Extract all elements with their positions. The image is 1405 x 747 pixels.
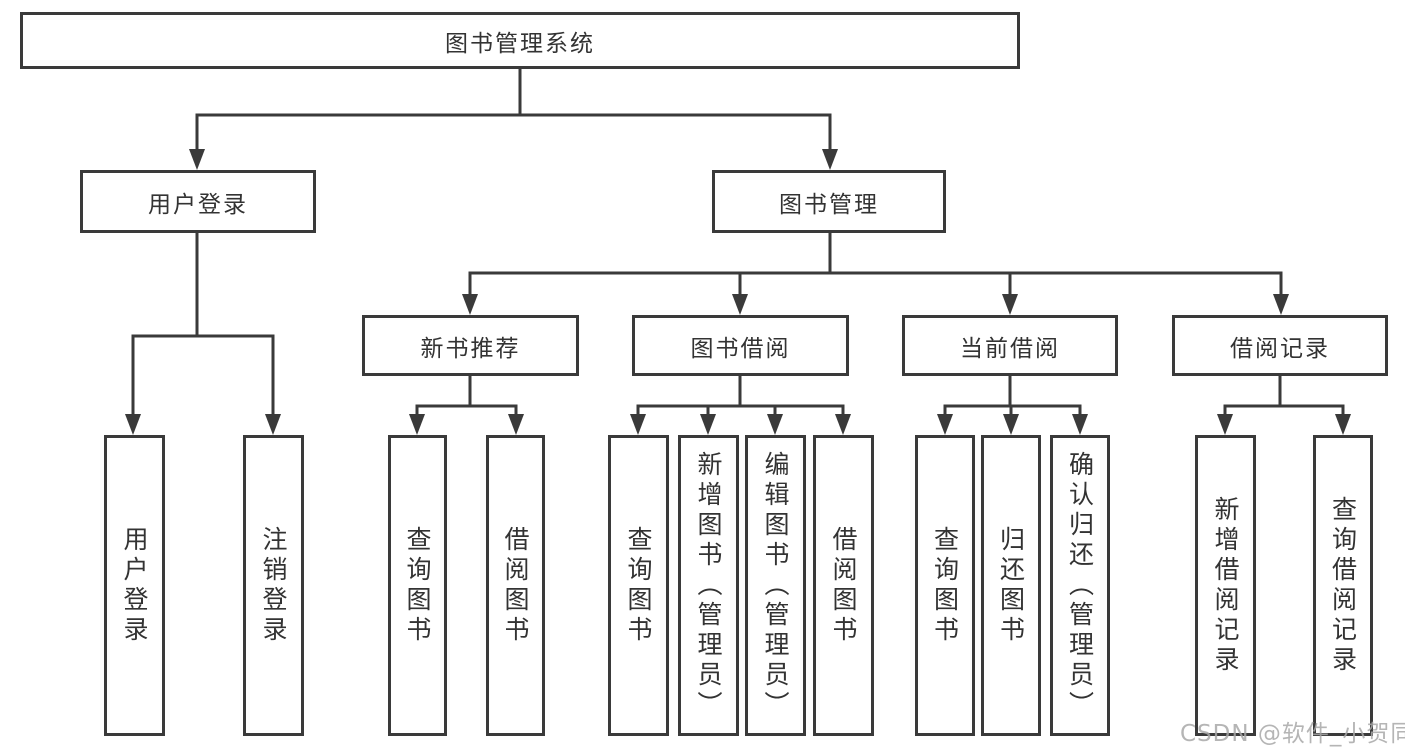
node-root-system-label: 图书管理系统 <box>445 30 595 57</box>
node-user-login: 用户登录 <box>80 170 316 233</box>
leaf-return-books: 归还图书 <box>981 435 1041 736</box>
node-root-system: 图书管理系统 <box>20 12 1020 69</box>
leaf-recommend-borrow-books: 借阅图书 <box>486 435 545 736</box>
node-book-borrow-label: 图书借阅 <box>690 335 791 362</box>
node-user-login-label: 用户登录 <box>148 191 248 218</box>
leaf-borrow-books: 借阅图书 <box>813 435 874 736</box>
node-book-borrow: 图书借阅 <box>632 315 849 376</box>
leaf-current-query-books: 查询图书 <box>915 435 975 736</box>
leaf-current-query-books-label: 查询图书 <box>930 525 960 646</box>
arrowhead-icons <box>125 149 1351 435</box>
csdn-watermark: CSDN @软件_小贺同学 <box>1180 721 1405 747</box>
node-borrow-records: 借阅记录 <box>1172 315 1388 376</box>
leaf-query-borrow-record-label: 查询借阅记录 <box>1328 495 1358 676</box>
leaf-borrow-query-books: 查询图书 <box>608 435 669 736</box>
leaf-recommend-query-books: 查询图书 <box>388 435 447 736</box>
leaf-confirm-return-admin: 确认归还（管理员） <box>1050 435 1110 736</box>
leaf-borrow-query-books-label: 查询图书 <box>624 525 653 646</box>
leaf-logout-label: 注销登录 <box>259 525 288 646</box>
leaf-borrow-books-label: 借阅图书 <box>829 525 858 646</box>
leaf-recommend-query-books-label: 查询图书 <box>403 525 432 646</box>
leaf-add-borrow-record-label: 新增借阅记录 <box>1211 495 1240 676</box>
leaf-query-borrow-record: 查询借阅记录 <box>1313 435 1373 736</box>
leaf-recommend-borrow-books-label: 借阅图书 <box>501 525 530 646</box>
leaf-logout: 注销登录 <box>243 435 304 736</box>
node-book-management: 图书管理 <box>712 170 946 233</box>
leaf-user-login-label: 用户登录 <box>120 525 149 646</box>
leaf-add-borrow-record: 新增借阅记录 <box>1195 435 1256 736</box>
node-new-book-recommend-label: 新书推荐 <box>420 335 521 362</box>
leaf-user-login: 用户登录 <box>104 435 165 736</box>
leaf-edit-books-admin: 编辑图书（管理员） <box>745 435 806 736</box>
leaf-add-books-admin-label: 新增图书（管理员） <box>694 450 723 721</box>
leaf-edit-books-admin-label: 编辑图书（管理员） <box>761 450 790 721</box>
node-new-book-recommend: 新书推荐 <box>362 315 579 376</box>
node-borrow-records-label: 借阅记录 <box>1230 335 1330 362</box>
node-current-borrow-label: 当前借阅 <box>960 335 1060 362</box>
node-current-borrow: 当前借阅 <box>902 315 1118 376</box>
leaf-confirm-return-admin-label: 确认归还（管理员） <box>1065 450 1095 721</box>
leaf-add-books-admin: 新增图书（管理员） <box>678 435 739 736</box>
leaf-return-books-label: 归还图书 <box>996 525 1026 646</box>
node-book-management-label: 图书管理 <box>779 191 879 218</box>
